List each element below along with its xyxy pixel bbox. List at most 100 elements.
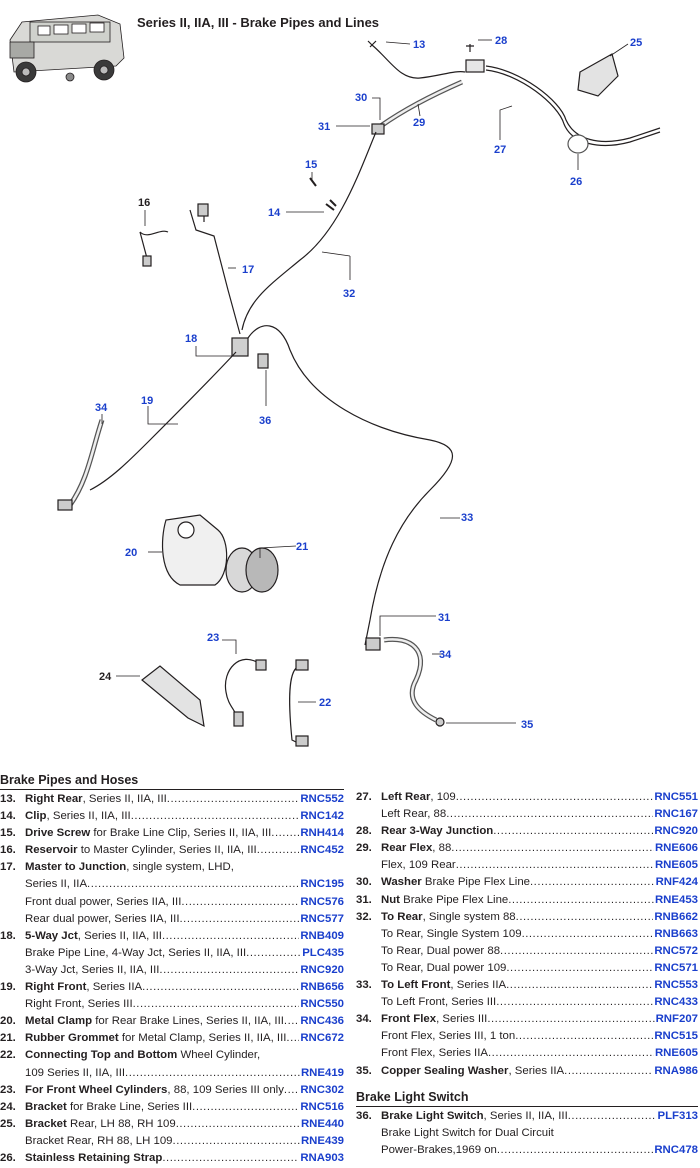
item-detail: To Rear, Single System 109 <box>381 927 522 940</box>
item-detail: for Brake Line Clip, Series II, IIA, III <box>90 827 272 840</box>
part-number: RNC552 <box>299 791 344 809</box>
item-description: Front Flex, Series IIA <box>381 1045 698 1062</box>
part-number: RNC515 <box>653 1028 698 1046</box>
item-detail: Left Rear, 88 <box>381 808 447 821</box>
item-name: Bracket <box>25 1117 67 1130</box>
parts-list-row: 3-Way Jct, Series II, IIA, IIIRNC920 <box>0 961 344 980</box>
item-detail: Front Flex, Series III, 1 ton <box>381 1030 516 1043</box>
item-description: To Rear, Dual power 109 <box>381 960 698 977</box>
part-number: RNC550 <box>299 996 344 1014</box>
item-number: 29. <box>356 842 372 855</box>
part-number: RNB662 <box>653 908 698 926</box>
parts-list-row: Power-Brakes,1969 onRNC478 <box>356 1141 698 1159</box>
item-description: To Rear, Single System 109 <box>381 926 698 943</box>
parts-list-row: 26.Stainless Retaining StrapRNA903 <box>0 1149 344 1168</box>
callout-35: 35 <box>521 719 533 731</box>
part-number: RNC571 <box>653 959 698 978</box>
part-number: RNC551 <box>653 789 698 807</box>
item-description: Flex, 109 Rear <box>381 857 698 874</box>
item-number: 21. <box>0 1032 16 1045</box>
callout-18: 18 <box>185 333 197 345</box>
item-detail: , Series II, IIA, III <box>483 1109 568 1122</box>
item-name: Brake Light Switch <box>381 1109 484 1122</box>
part-number: RNC142 <box>299 808 344 826</box>
parts-list-left: Brake Pipes and Hoses 13.Right Rear, Ser… <box>0 773 344 1168</box>
part-number: RNB663 <box>653 925 698 943</box>
part-number: RNF207 <box>654 1011 698 1029</box>
item-number: 17. <box>0 861 16 874</box>
item-name: To Left Front <box>381 979 451 992</box>
callout-31-lower: 31 <box>438 612 450 624</box>
callout-28: 28 <box>495 35 507 47</box>
item-name: For Front Wheel Cylinders <box>25 1083 168 1096</box>
brake-pipe-diagram: 13 28 25 30 31 29 27 26 15 14 16 17 32 1… <box>9 14 661 747</box>
land-rover-illustration <box>9 14 125 83</box>
parts-list-row: To Rear, Dual power 109RNC571 <box>356 959 698 978</box>
parts-list-row: 17.Master to Junction, single system, LH… <box>0 859 344 876</box>
item-number: 31. <box>356 893 372 906</box>
parts-list-row: 33.To Left Front, Series IIARNC553 <box>356 977 698 995</box>
callout-31: 31 <box>318 121 330 133</box>
item-description: Drive Screw for Brake Line Clip, Series … <box>25 825 344 842</box>
part-number: RNC302 <box>299 1081 344 1099</box>
parts-list-right: 27.Left Rear, 109RNC551Left Rear, 88RNC1… <box>356 789 698 1159</box>
item-detail: , Series III <box>436 1013 488 1026</box>
callout-22: 22 <box>319 697 331 709</box>
parts-list-row: 28.Rear 3-Way JunctionRNC920 <box>356 823 698 841</box>
item-number: 14. <box>0 810 16 823</box>
parts-list-row: 23.For Front Wheel Cylinders, 88, 109 Se… <box>0 1081 344 1099</box>
item-detail: Rear dual power, Series IIA, III <box>25 912 180 925</box>
item-detail: Front Flex, Series IIA <box>381 1047 488 1060</box>
item-detail: Wheel Cylinder, <box>177 1049 261 1062</box>
item-description: Washer Brake Pipe Flex Line <box>381 874 698 891</box>
item-detail: to Master Cylinder, Series II, IIA, III <box>77 844 257 857</box>
item-description: For Front Wheel Cylinders, 88, 109 Serie… <box>25 1082 344 1099</box>
item-name: Nut <box>381 893 400 906</box>
callout-23: 23 <box>207 632 219 644</box>
item-number: 33. <box>356 979 372 992</box>
callout-24: 24 <box>99 671 112 683</box>
item-name: Copper Sealing Washer <box>381 1064 509 1077</box>
item-number: 36. <box>356 1109 372 1122</box>
callout-29: 29 <box>413 117 425 129</box>
parts-list-row: Series II, IIARNC195 <box>0 876 344 894</box>
item-number: 28. <box>356 825 372 838</box>
part-number: RNE605 <box>653 857 698 875</box>
callout-13: 13 <box>413 39 425 51</box>
item-description: Metal Clamp for Rear Brake Lines, Series… <box>25 1013 344 1030</box>
item-number: 32. <box>356 910 372 923</box>
item-description: Left Rear, 109 <box>381 789 698 806</box>
item-description: Rubber Grommet for Metal Clamp, Series I… <box>25 1030 344 1047</box>
part-number: PLF313 <box>656 1107 698 1125</box>
part-number: RNF424 <box>654 874 698 892</box>
item-description: 109 Series II, IIA, III <box>25 1065 344 1082</box>
parts-list-row: Bracket Rear, RH 88, LH 109RNE439 <box>0 1132 344 1150</box>
part-number: RNB656 <box>299 979 344 997</box>
part-number: RNE440 <box>299 1115 344 1133</box>
item-description: Right Front, Series III <box>25 996 344 1013</box>
item-detail: Power-Brakes,1969 on <box>381 1143 497 1156</box>
item-detail: , 88 <box>432 842 452 855</box>
item-detail: Bracket Rear, RH 88, LH 109 <box>25 1134 173 1147</box>
item-detail: 3-Way Jct, Series II, IIA, III <box>25 963 160 976</box>
item-detail: Right Front, Series III <box>25 998 133 1011</box>
parts-list-row: To Rear, Single System 109 RNB663 <box>356 925 698 943</box>
callout-30: 30 <box>355 92 367 104</box>
item-name: Reservoir <box>25 844 78 857</box>
callout-33: 33 <box>461 512 473 524</box>
item-detail: , Series IIA <box>508 1064 565 1077</box>
item-detail: Flex, 109 Rear <box>381 859 456 872</box>
callout-32: 32 <box>343 288 355 300</box>
parts-list-row: 29.Rear Flex, 88RNE606 <box>356 840 698 858</box>
item-name: Front Flex <box>381 1013 437 1026</box>
part-number: RNE605 <box>653 1045 698 1063</box>
item-description: Series II, IIA <box>25 876 344 893</box>
callout-27: 27 <box>494 144 506 156</box>
part-number: RNC516 <box>299 1098 344 1116</box>
callout-14: 14 <box>268 207 281 219</box>
parts-list-row: Brake Pipe Line, 4-Way Jct, Series II, I… <box>0 944 344 962</box>
part-number: PLC435 <box>301 944 344 962</box>
item-description: Rear dual power, Series IIA, III <box>25 911 344 928</box>
item-description: Front Flex, Series III <box>381 1011 698 1028</box>
item-detail: To Rear, Dual power 88 <box>381 944 501 957</box>
